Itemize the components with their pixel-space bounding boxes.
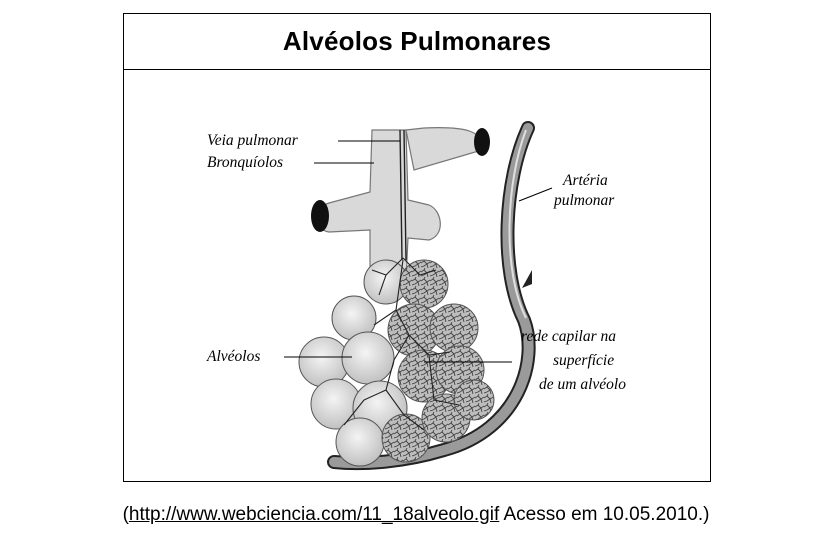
citation-open-paren: ( xyxy=(122,504,129,525)
alveoli-drawing xyxy=(298,121,536,471)
citation-access-text: Acesso em 10.05.2010.) xyxy=(499,504,710,525)
source-link[interactable]: http://www.webciencia.com/11_18alveolo.g… xyxy=(128,504,500,525)
alveoli-illustration: Veia pulmonar Bronquíolos Artéria pulmon… xyxy=(124,70,710,481)
label-alveolos: Alvéolos xyxy=(207,348,261,365)
label-superficie: superfície xyxy=(553,352,615,369)
label-de-um-alveolo: de um alvéolo xyxy=(539,376,626,393)
figure-frame: Alvéolos Pulmonares xyxy=(123,13,711,482)
leader-lines xyxy=(284,140,553,363)
label-bronquiolos: Bronquíolos xyxy=(207,154,284,171)
label-arteria-pulmonar: pulmonar xyxy=(554,192,615,209)
label-arteria: Artéria xyxy=(563,172,608,189)
label-rede-capilar: rede capilar na xyxy=(521,328,616,345)
source-citation: (http://www.webciencia.com/11_18alveolo.… xyxy=(0,504,832,526)
alveoli-cluster xyxy=(298,257,495,467)
title-bar: Alvéolos Pulmonares xyxy=(124,14,710,70)
label-veia-pulmonar: Veia pulmonar xyxy=(207,132,298,149)
figure-title: Alvéolos Pulmonares xyxy=(282,26,552,56)
